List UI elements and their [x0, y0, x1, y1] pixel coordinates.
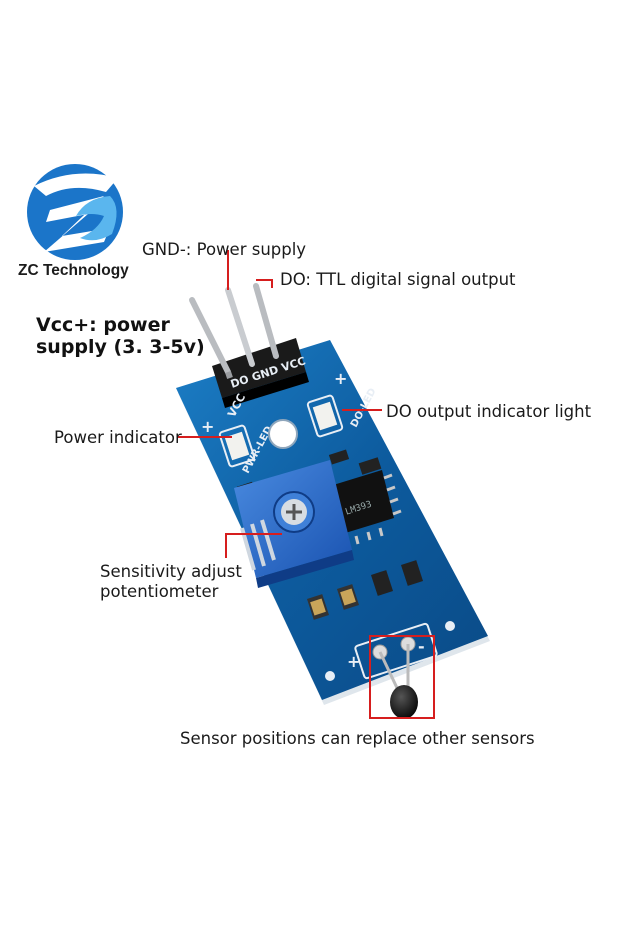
- label-do-led: DO output indicator light: [386, 402, 592, 421]
- label-potentiometer: Sensitivity adjust potentiometer: [100, 562, 242, 602]
- svg-text:+: +: [201, 417, 214, 436]
- zc-logo-icon: [27, 164, 123, 260]
- brand-name: ZC Technology: [18, 262, 129, 279]
- label-vcc-line1: Vcc+: power: [36, 314, 170, 336]
- label-pot-line2: potentiometer: [100, 582, 219, 601]
- label-do: DO: TTL digital signal output: [280, 270, 516, 289]
- leader-lines: [178, 250, 435, 719]
- label-pot-line1: Sensitivity adjust: [100, 562, 242, 581]
- ic-chip: LM393: [330, 470, 402, 549]
- thermistor: [354, 622, 438, 719]
- potentiometer: [234, 460, 354, 588]
- svg-text:-: -: [418, 637, 425, 656]
- svg-text:+: +: [347, 652, 360, 671]
- label-vcc: Vcc+: power supply (3. 3-5v): [36, 314, 205, 358]
- smd-parts: [306, 457, 424, 620]
- label-sensor: Sensor positions can replace other senso…: [180, 729, 535, 748]
- power-led: [218, 424, 256, 468]
- do-led: [306, 394, 344, 438]
- svg-text:+: +: [334, 369, 347, 388]
- mounting-hole: [268, 419, 298, 449]
- label-vcc-line2: supply (3. 3-5v): [36, 336, 205, 358]
- label-gnd: GND-: Power supply: [142, 240, 307, 259]
- label-power-indicator: Power indicator: [54, 428, 182, 447]
- pin-header: [189, 283, 309, 408]
